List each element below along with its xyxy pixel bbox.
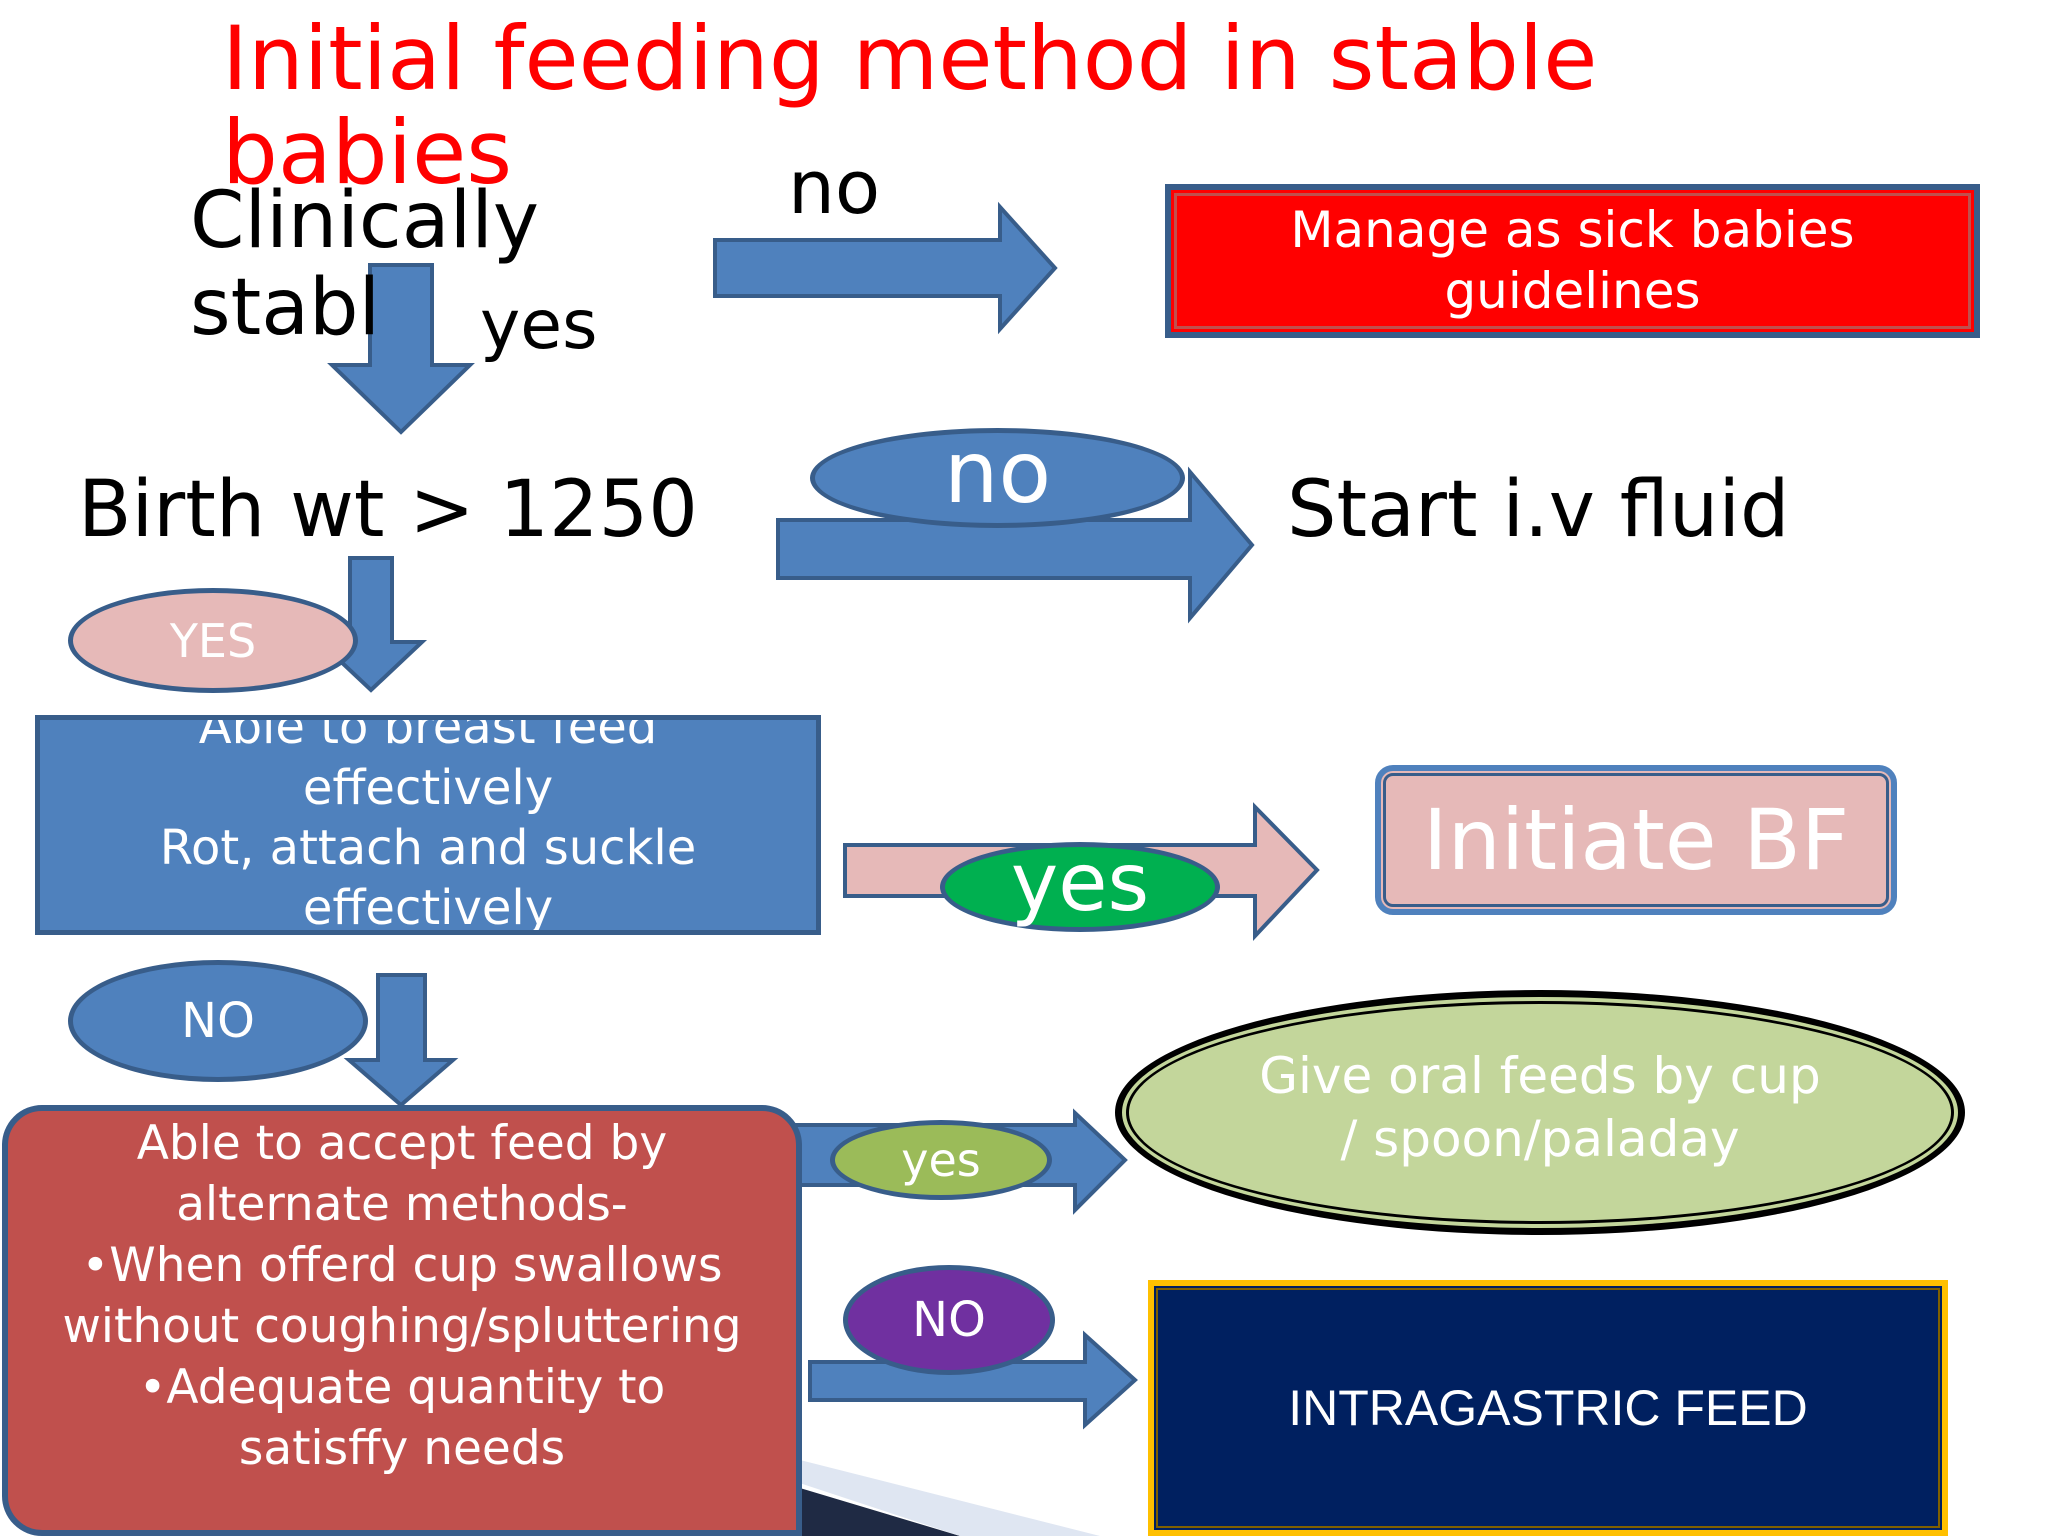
label-yes-2: YES xyxy=(169,613,257,668)
arrow-down-yes-1 xyxy=(327,263,475,435)
label-no-2: no xyxy=(943,423,1052,523)
label-no-3: NO xyxy=(181,993,255,1049)
label-yes-3-oval: yes xyxy=(940,842,1220,932)
node-start-iv: Start i.v fluid xyxy=(1287,465,1790,555)
node-sick-guidelines-text: Manage as sick babies guidelines xyxy=(1290,201,1855,320)
label-no-4-oval: NO xyxy=(843,1265,1055,1375)
page-title: Initial feeding method in stable babies xyxy=(222,7,1598,205)
node-breast-feed: Able to breast feed effectively Rot, att… xyxy=(35,715,821,935)
node-alternate-methods-line1: Able to accept feed by alternate methods… xyxy=(136,1116,668,1233)
arrow-no-to-sick xyxy=(713,201,1058,335)
label-yes-3: yes xyxy=(1010,836,1150,929)
corner-decoration-light xyxy=(760,1460,1100,1536)
node-initiate-bf-text: Initiate BF xyxy=(1422,791,1850,889)
label-yes-2-oval: YES xyxy=(68,588,358,693)
node-oral-feeds: Give oral feeds by cup / spoon/paladay xyxy=(1115,990,1965,1235)
node-sick-guidelines: Manage as sick babies guidelines xyxy=(1165,184,1980,338)
label-yes-4-oval: yes xyxy=(830,1120,1052,1200)
arrow-no-to-iv xyxy=(776,466,1255,624)
node-intragastric-feed-text: INTRAGASTRIC FEED xyxy=(1288,1380,1808,1436)
node-oral-feeds-text: Give oral feeds by cup / spoon/paladay xyxy=(1259,1047,1821,1168)
node-alternate-methods-line2: •When offerd cup swallows without coughi… xyxy=(62,1238,742,1355)
arrow-no-to-intragastric xyxy=(808,1330,1138,1430)
node-breast-feed-line1: Able to breast feed effectively xyxy=(198,715,658,816)
arrow-down-no-1 xyxy=(343,973,459,1108)
node-breast-feed-line2: Rot, attach and suckle effectively xyxy=(159,820,697,935)
node-clinically-stable-text: Clinically stabl xyxy=(190,176,540,354)
label-yes-4: yes xyxy=(901,1133,981,1187)
label-no-4: NO xyxy=(912,1292,986,1348)
node-initiate-bf: Initiate BF xyxy=(1375,765,1897,915)
node-intragastric-feed: INTRAGASTRIC FEED xyxy=(1148,1280,1948,1536)
node-alternate-methods: Able to accept feed by alternate methods… xyxy=(2,1105,802,1536)
node-clinically-stable: Clinically stabl xyxy=(190,176,550,354)
label-no-1: no xyxy=(788,145,881,231)
label-no-2-oval: no xyxy=(810,428,1185,528)
node-birth-weight: Birth wt > 1250 xyxy=(78,465,698,555)
node-alternate-methods-line3: •Adequate quantity to satisffy needs xyxy=(138,1360,666,1477)
label-yes-1: yes xyxy=(480,286,598,365)
label-no-3-oval: NO xyxy=(68,960,368,1082)
